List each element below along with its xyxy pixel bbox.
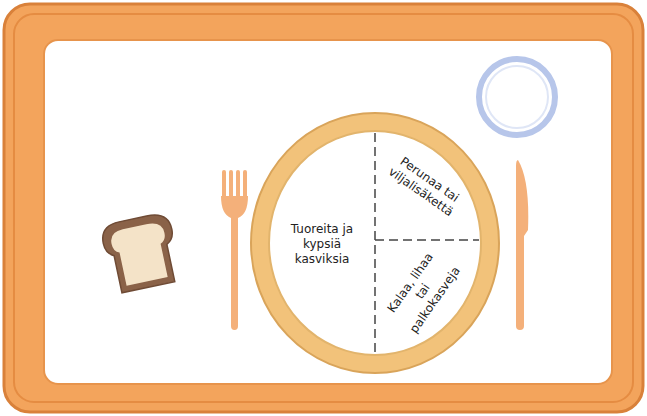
tray: [4, 4, 643, 412]
divider-line: [375, 239, 479, 241]
plate-section: Tuoreita ja kypsiä kasviksia: [285, 222, 359, 267]
section-label: Kalaa, lihaa tai palkokasveja: [382, 245, 465, 336]
glass-inner: [486, 66, 548, 128]
plate-section: Kalaa, lihaa tai palkokasveja: [382, 245, 465, 336]
plate-rim: [251, 113, 499, 373]
section-label: Tuoreita ja kypsiä kasviksia: [285, 222, 359, 267]
glass: [479, 59, 555, 135]
divider-line: [374, 133, 376, 353]
tray-rim: [14, 14, 633, 402]
knife: [516, 160, 528, 330]
tray-surface: [44, 40, 612, 384]
fork: [221, 170, 248, 330]
bread: [100, 211, 183, 294]
plate-center: [269, 131, 481, 355]
plate-section: Perunaa tai viljalisäkettä: [379, 147, 472, 224]
section-label: Perunaa tai viljalisäkettä: [379, 147, 472, 224]
